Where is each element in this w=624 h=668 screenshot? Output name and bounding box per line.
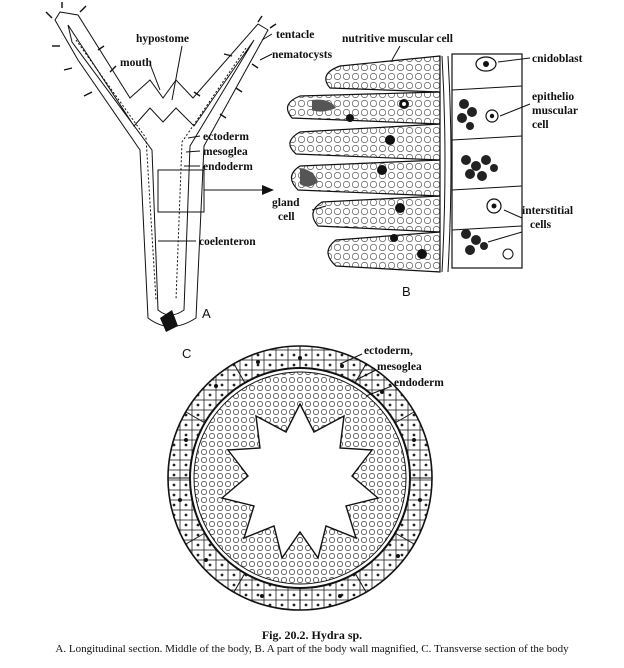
ectoderm-radial-lines-c — [168, 346, 432, 610]
label-coelenteron: coelenteron — [199, 236, 256, 248]
figure-caption-text: A. Longitudinal section. Middle of the b… — [55, 643, 569, 655]
label-mesoglea-c: mesoglea — [377, 361, 422, 373]
label-nematocysts: nematocysts — [272, 49, 333, 61]
hydra-figure: hypostome mouth tentacle nematocysts ect… — [45, 2, 583, 611]
label-ectoderm-c: ectoderm, — [364, 345, 413, 357]
label-ectoderm-a: ectoderm — [203, 131, 249, 143]
panel-c-drawing — [167, 345, 433, 611]
label-cell-b: cell — [532, 119, 549, 131]
label-nutritive-muscular-cell: nutritive muscular cell — [342, 33, 453, 45]
panel-label-b: B — [402, 284, 411, 299]
label-mouth: mouth — [120, 57, 153, 69]
basal-disc-a — [160, 310, 178, 332]
label-endoderm-a: endoderm — [203, 161, 253, 173]
label-cnidoblast: cnidoblast — [532, 53, 583, 65]
label-mesoglea-a: mesoglea — [203, 146, 248, 158]
label-interstitial: interstitial — [522, 205, 573, 217]
ectoderm-cells-b — [451, 53, 523, 269]
body-outline-a — [54, 11, 269, 327]
label-gland: gland — [272, 197, 300, 209]
panel-a-drawing — [45, 2, 277, 332]
enteron-cavity-c — [220, 402, 380, 560]
nematocysts-a — [45, 2, 277, 119]
label-gland-cell: cell — [278, 211, 295, 223]
label-epithelio: epithelio — [532, 91, 574, 103]
label-endoderm-c: endoderm — [394, 377, 444, 389]
panel-label-c: C — [182, 346, 191, 361]
label-cells: cells — [530, 219, 552, 231]
panel-b-drawing — [286, 45, 531, 273]
label-muscular: muscular — [532, 105, 578, 117]
magnify-box — [157, 169, 205, 213]
nuclei-b — [346, 99, 427, 259]
panel-label-a: A — [202, 306, 211, 321]
mesoglea-line-b — [441, 55, 446, 273]
label-tentacle: tentacle — [276, 29, 314, 41]
figure-caption-title: Fig. 20.2. Hydra sp. — [261, 628, 363, 642]
endoderm-cells-b — [286, 55, 441, 273]
label-hypostome: hypostome — [136, 33, 189, 45]
